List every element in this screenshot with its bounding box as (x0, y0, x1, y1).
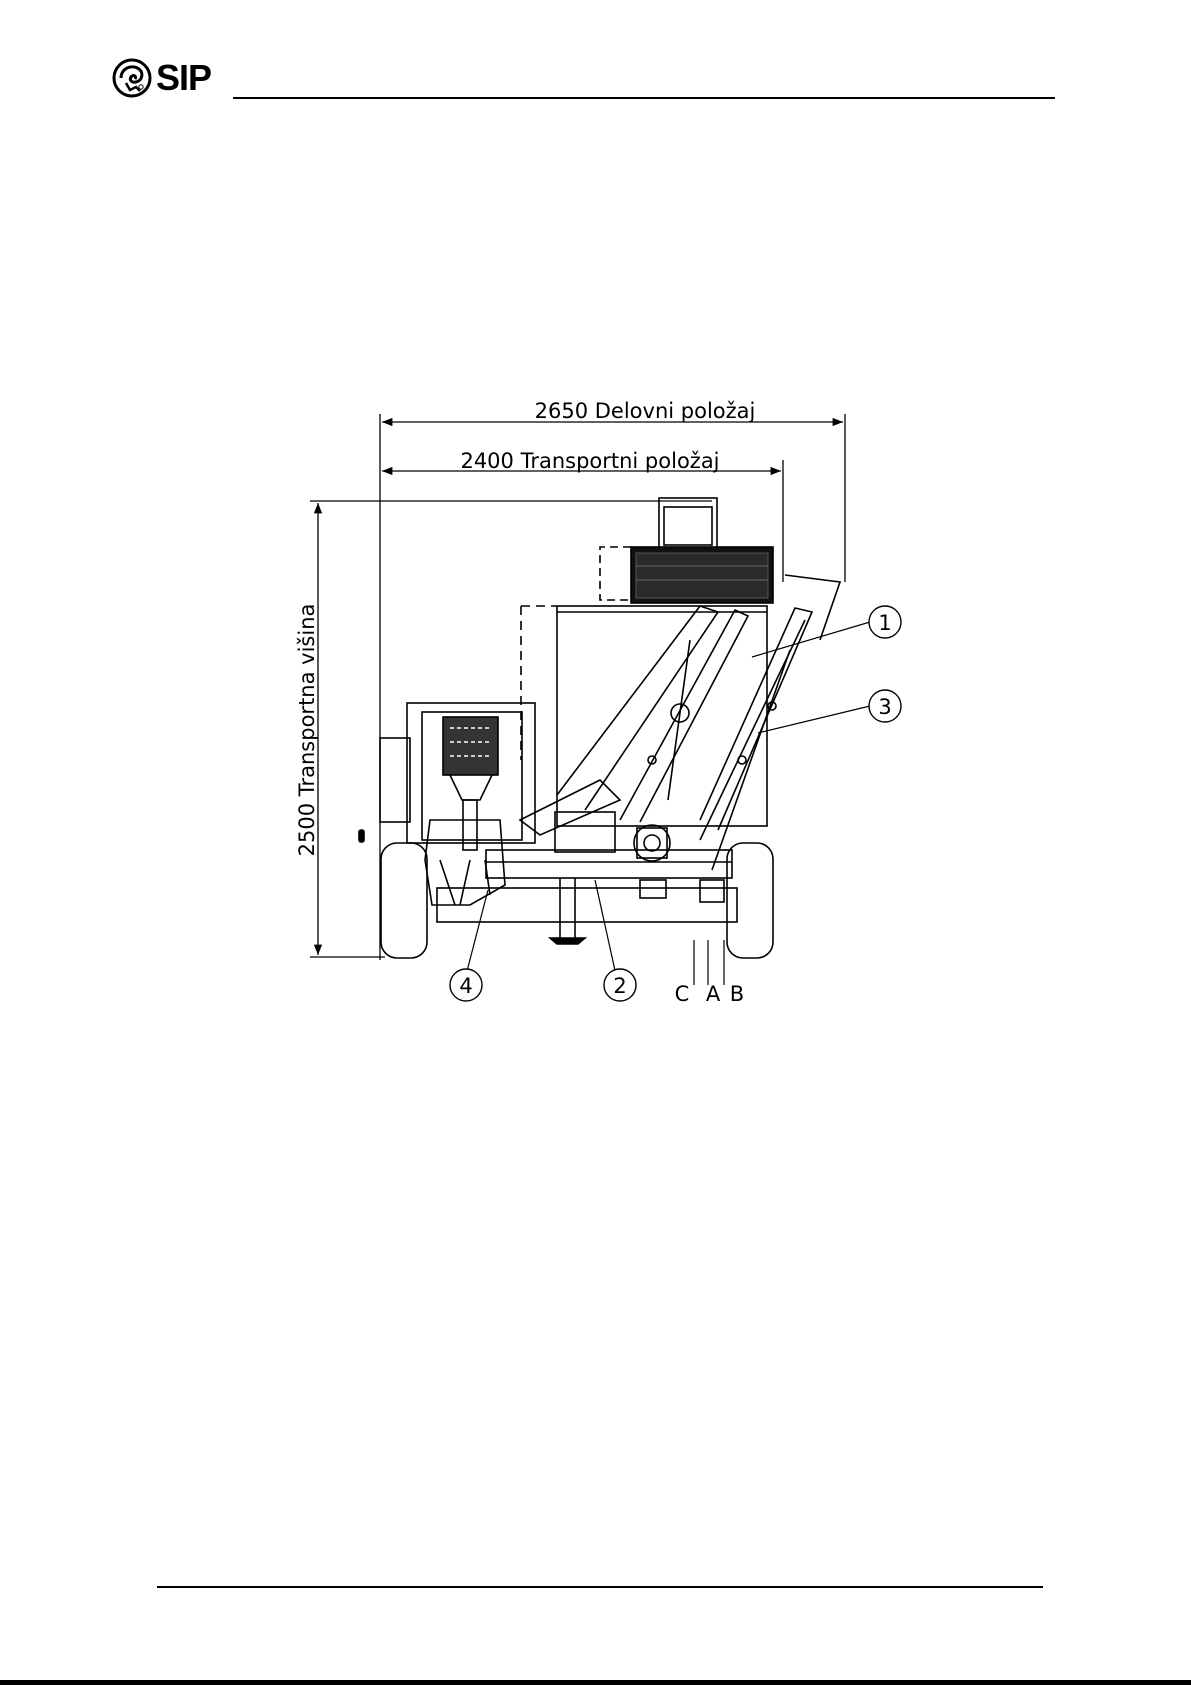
callout-2-label: 2 (613, 974, 626, 998)
callout-leaders (466, 622, 870, 985)
callout-3: 3 (869, 690, 901, 722)
marker-a: A (706, 982, 721, 1006)
ram-head-logo-icon (112, 56, 152, 100)
callout-1-label: 1 (878, 611, 891, 635)
header-rule (233, 97, 1055, 99)
sip-logo: SIP (112, 56, 232, 102)
machine-drawing: 2650 Delovni položaj 2400 Transportni po… (280, 390, 920, 1010)
brand-name: SIP (156, 56, 211, 100)
dim-transport-height-label: 2500 Transportna višina (295, 604, 319, 857)
dim-working-width-label: 2650 Delovni položaj (535, 399, 756, 423)
callout-3-label: 3 (878, 695, 891, 719)
callout-4: 4 (450, 969, 482, 1001)
machine-body (359, 498, 840, 958)
dimension-working-width: 2650 Delovni položaj (380, 399, 845, 960)
page-bottom-edge (0, 1680, 1191, 1685)
footer-rule (157, 1586, 1043, 1588)
callout-4-label: 4 (459, 974, 472, 998)
callout-1: 1 (869, 606, 901, 638)
callout-2: 2 (604, 969, 636, 1001)
dim-transport-width-label: 2400 Transportni položaj (460, 449, 719, 473)
marker-c: C (675, 982, 690, 1006)
marker-b: B (730, 982, 744, 1006)
